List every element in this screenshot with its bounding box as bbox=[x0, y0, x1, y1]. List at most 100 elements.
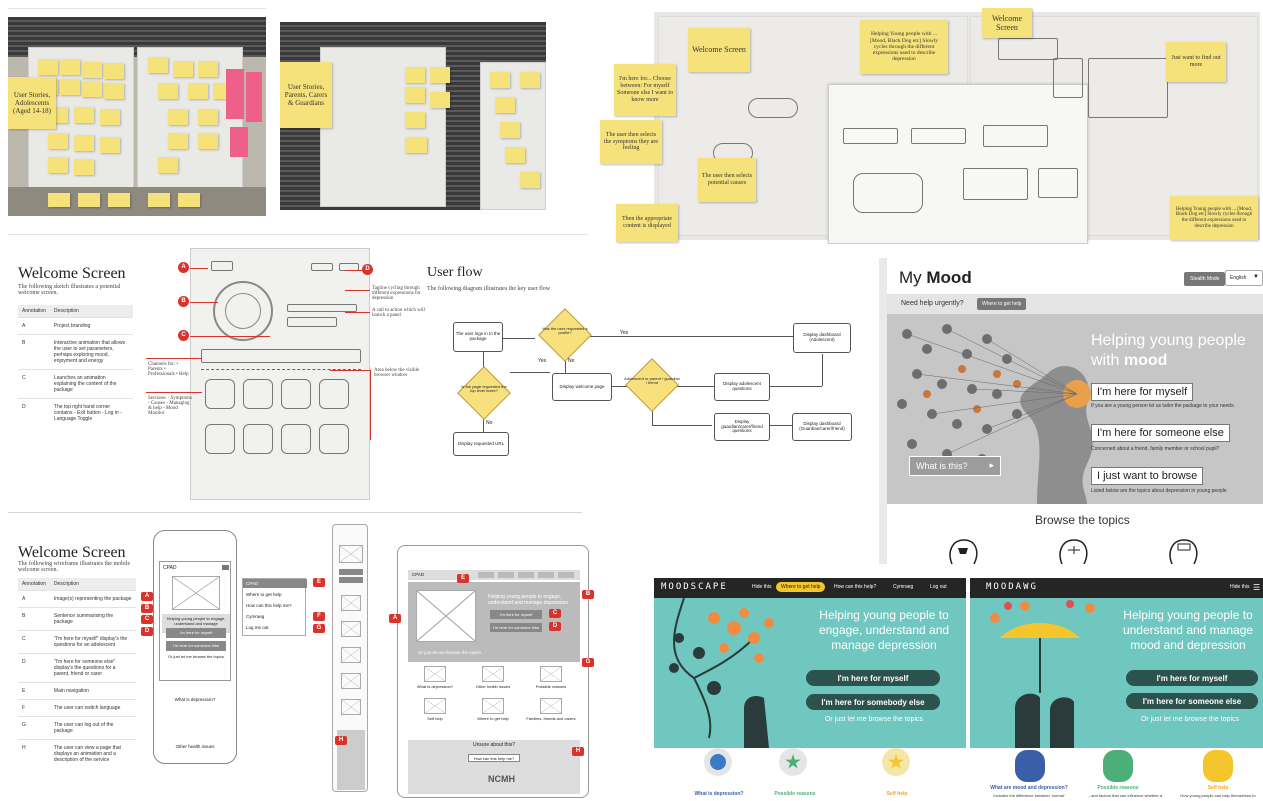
how-can-this-help-button[interactable]: How can this help me? bbox=[468, 754, 520, 762]
table-cell: Sentence summarising the package bbox=[49, 607, 136, 631]
menu-item[interactable]: How can this help me? bbox=[246, 603, 292, 608]
nav-link[interactable]: How can this help? bbox=[834, 584, 877, 590]
table-cell: Launches an animation explaining the con… bbox=[49, 369, 133, 399]
here-for-myself-button[interactable]: I'm here for myself bbox=[166, 628, 226, 638]
topic-label: Where to get help bbox=[477, 716, 509, 721]
browse-link[interactable]: Or just let me browse the topics bbox=[418, 650, 482, 655]
menu-item[interactable]: Where to get help bbox=[246, 592, 282, 597]
annotation-marker: F bbox=[313, 612, 325, 621]
topic-description: Includes the difference between 'normal' bbox=[993, 793, 1065, 798]
photo-adolescent-stories: User Stories, Adolescents (Aged 14-18) bbox=[8, 17, 266, 216]
nav-link[interactable]: Cymraeg bbox=[893, 584, 914, 590]
topic-link[interactable]: Self help bbox=[886, 791, 908, 797]
annotation-marker: H bbox=[572, 747, 584, 756]
log-out-link[interactable]: Log out bbox=[930, 584, 947, 590]
photo-parent-stories: User Stories, Parents, Carers & Guardian… bbox=[280, 22, 546, 210]
here-for-myself-button[interactable]: I'm here for myself bbox=[1091, 383, 1194, 401]
sticky-note: Then the appropriate content is displaye… bbox=[616, 204, 678, 242]
option-description: If you are a young person let us tailor … bbox=[1091, 403, 1235, 409]
topic-description: ...and factors that can influence whethe… bbox=[1087, 793, 1163, 798]
hero-illustration bbox=[669, 598, 774, 748]
browse-link[interactable]: Or just let me browse the topics bbox=[167, 654, 225, 659]
flow-node: Display dashboard (Adolescent) bbox=[793, 323, 851, 353]
table-cell: Main navigation bbox=[49, 682, 136, 700]
annotation-marker: B bbox=[582, 590, 594, 599]
topic-link[interactable]: What are mood and depression? bbox=[990, 785, 1068, 791]
sticky-note: Just want to find out more bbox=[1166, 42, 1226, 82]
section-title: Welcome Screen bbox=[18, 544, 126, 561]
partner-logo: NCMH bbox=[488, 774, 515, 784]
table-cell: The top right hand corner contains - Exi… bbox=[49, 398, 133, 427]
sticky-note: User Stories, Adolescents (Aged 14-18) bbox=[8, 77, 56, 129]
menu-wireframe: CPAD Where to get help How can this help… bbox=[242, 578, 307, 636]
here-for-someone-else-button[interactable]: I'm here for someone else bbox=[1091, 424, 1230, 442]
edge-label: No bbox=[568, 358, 575, 364]
section-intro: The following diagram illustrates the ke… bbox=[427, 286, 551, 292]
wireframe-brand: CPAD bbox=[243, 579, 307, 588]
topic-label: What is depression? bbox=[174, 697, 216, 702]
here-for-myself-button[interactable]: I'm here for myself bbox=[490, 610, 542, 619]
hero-headline: Helping young people to understand and m… bbox=[1122, 608, 1254, 652]
what-is-this-button[interactable]: What is this?▸ bbox=[909, 456, 1001, 476]
wireframe-brand: CPAD bbox=[412, 572, 425, 577]
table-row: C"I'm here for myself" display's the que… bbox=[18, 630, 136, 654]
where-to-get-help-button[interactable]: Where to get help bbox=[977, 298, 1027, 310]
hero-headline: Helping young people to engage, understa… bbox=[818, 608, 950, 652]
my-mood-screen: My Mood Stealth Mode English▼ Need help … bbox=[879, 258, 1263, 564]
hero-illustration bbox=[990, 600, 1095, 748]
moodscape-screen: MOODSCAPE Hide this Where to get help Ho… bbox=[654, 578, 966, 801]
annotation-marker: D bbox=[141, 627, 153, 636]
here-for-someone-else-button[interactable]: I'm here for someone else bbox=[166, 641, 226, 651]
browse-link[interactable]: Or just let me browse the topics bbox=[1140, 716, 1240, 723]
topic-label: Families, friends and carers bbox=[526, 716, 576, 721]
table-cell: "I'm here for myself" display's the ques… bbox=[49, 630, 136, 654]
star-head-icon bbox=[1103, 750, 1133, 782]
browse-link[interactable]: Or just let me browse the topics bbox=[824, 716, 924, 723]
table-cell: "I'm here for someone else" display's th… bbox=[49, 653, 136, 683]
table-cell: Project branding bbox=[49, 317, 133, 335]
language-select[interactable]: English▼ bbox=[1225, 270, 1263, 286]
where-to-get-help-button[interactable]: Where to get help bbox=[776, 582, 826, 592]
help-prompt: Need help urgently? bbox=[901, 300, 964, 307]
topic-link[interactable]: Possible reasons bbox=[774, 791, 816, 797]
here-for-myself-button[interactable]: I'm here for myself bbox=[1126, 670, 1258, 686]
hamburger-menu-icon[interactable]: ☰ bbox=[1253, 583, 1261, 592]
just-browse-button[interactable]: I just want to browse bbox=[1091, 467, 1204, 485]
topic-link[interactable]: Self help bbox=[1207, 785, 1229, 791]
wireframe-brand: CPAD bbox=[163, 565, 177, 571]
annotation-note: Tagline cycling through different expres… bbox=[372, 286, 421, 301]
here-for-somebody-else-button[interactable]: I'm here for somebody else bbox=[806, 694, 940, 710]
table-header: Description bbox=[49, 578, 136, 591]
here-for-someone-else-button[interactable]: I'm here for someone else bbox=[1126, 693, 1258, 709]
edge-label: Yes bbox=[538, 358, 547, 364]
table-cell: F bbox=[18, 699, 50, 717]
topic-link[interactable]: What is depression? bbox=[694, 791, 744, 797]
flow-decision: Adolescent or parent / guardian / friend bbox=[624, 376, 680, 386]
here-for-myself-button[interactable]: I'm here for myself bbox=[806, 670, 940, 686]
browse-title: Browse the topics bbox=[1035, 513, 1130, 527]
annotation-marker: E bbox=[313, 578, 325, 587]
flow-node: Display adolescent questions bbox=[714, 373, 770, 401]
here-for-someone-else-button[interactable]: I'm here for someone else bbox=[490, 623, 542, 632]
brand-logo: MOODAWG bbox=[986, 582, 1038, 592]
hide-this-link[interactable]: Hide this bbox=[752, 584, 772, 590]
annotation-note: Channels for: • Parents • Professionals … bbox=[148, 362, 189, 377]
hide-this-link[interactable]: Hide this bbox=[1230, 584, 1250, 590]
table-cell: C bbox=[18, 630, 50, 654]
hero-headline-2: with mood bbox=[1091, 352, 1167, 370]
annotation-note: Area below the visible browser window bbox=[374, 368, 420, 378]
stealth-mode-button[interactable]: Stealth Mode bbox=[1184, 272, 1226, 286]
menu-item[interactable]: Cymraeg bbox=[246, 614, 265, 619]
photo-sketch-board: Welcome Screen I'm here for... Choose be… bbox=[598, 8, 1260, 244]
table-header: Annotation bbox=[18, 305, 50, 318]
table-cell: B bbox=[18, 607, 50, 631]
menu-item[interactable]: Log me out bbox=[246, 625, 269, 630]
topic-link[interactable]: Possible reasons bbox=[1097, 785, 1139, 791]
sticky-note: The user then selects the symptoms they … bbox=[600, 120, 662, 164]
hero-headline-2-bold: mood bbox=[1123, 352, 1168, 369]
sticky-note: Helping Young people with ... [Mood, Bla… bbox=[860, 20, 948, 74]
section-title: Welcome Screen bbox=[18, 265, 126, 282]
